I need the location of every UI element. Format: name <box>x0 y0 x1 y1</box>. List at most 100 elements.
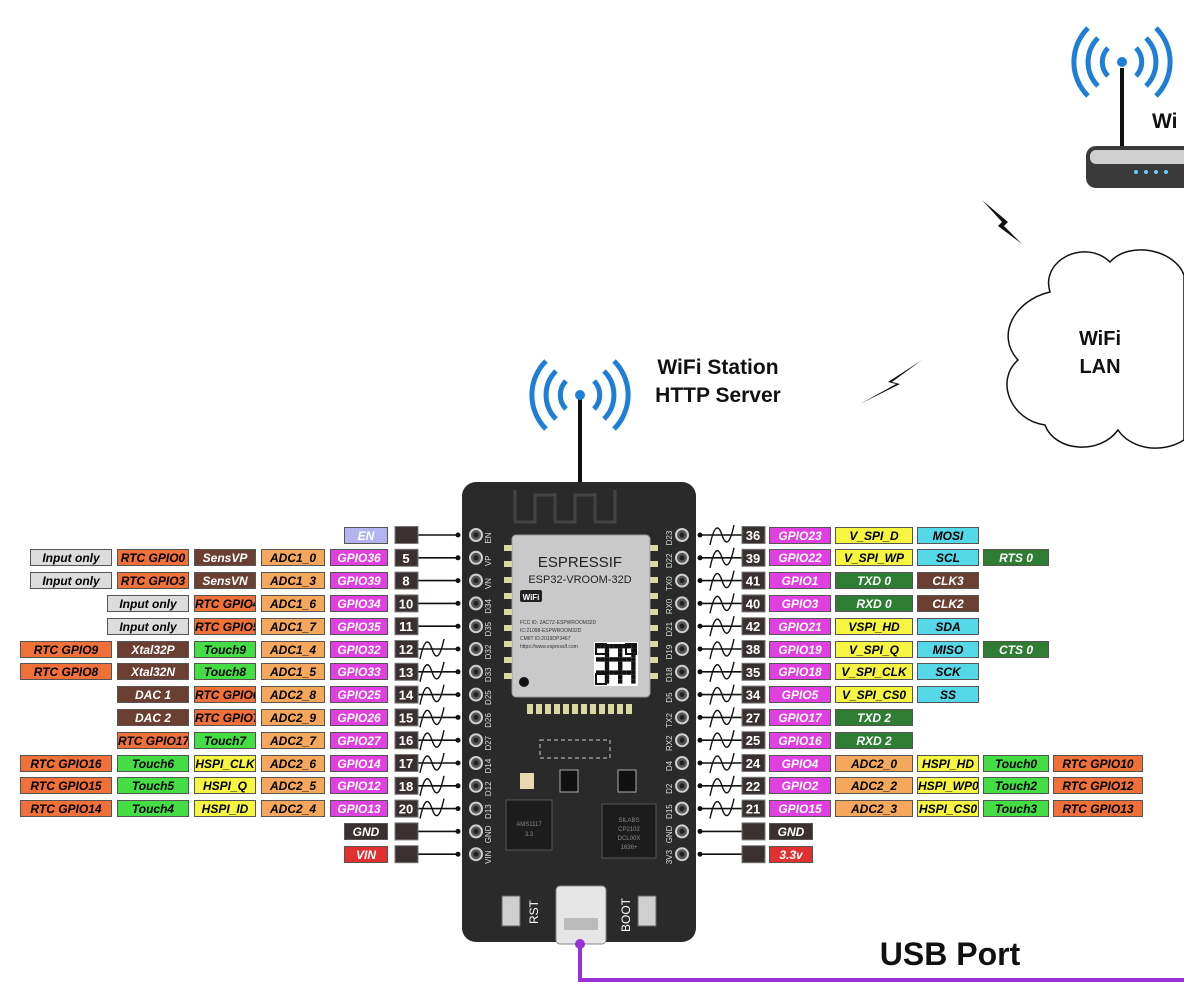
left-label-9-0: GPIO27 <box>330 731 388 749</box>
right-label-0-0: GPIO23 <box>769 526 831 544</box>
fine-print-0: FCC ID: 2AC7Z-ESPWROOM32D <box>520 620 597 626</box>
usb-cable <box>578 944 1184 982</box>
fine-print-1: IC:21098-ESPWROOM32D <box>520 628 582 634</box>
right-label-12-2: HSPI_CS0 <box>917 800 979 818</box>
left-pin-number-box-9 <box>394 731 419 750</box>
right-label-3-2: CLK2 <box>917 594 979 612</box>
left-label-5-1: ADC1_4 <box>261 640 325 658</box>
right-label-10-4: RTC GPIO10 <box>1053 754 1143 772</box>
left-pin-number-2: 8 <box>402 574 409 589</box>
left-label-8-3: DAC 2 <box>117 708 189 726</box>
right-label-12-0: GPIO15 <box>769 800 831 818</box>
station-line2: HTTP Server <box>655 384 781 407</box>
left-label-11-4: RTC GPIO15 <box>20 777 112 795</box>
left-wire-13 <box>418 828 461 834</box>
left-label-10-3: Touch6 <box>117 754 189 772</box>
right-pin-number-8: 27 <box>746 710 760 725</box>
right-pin-number-box-5 <box>741 640 766 658</box>
left-label-10-2: HSPI_CLK <box>194 754 256 772</box>
board-pin-left-10: D14 <box>484 758 493 773</box>
right-pin-number-box-7 <box>741 685 766 704</box>
left-label-8-0: GPIO26 <box>330 708 388 726</box>
boot-button[interactable] <box>637 895 657 927</box>
right-pin-number-9: 25 <box>746 733 760 748</box>
board-pin-left-6: D33 <box>484 667 493 682</box>
usb-uart-chip <box>601 803 657 859</box>
usb-connector[interactable] <box>555 885 607 945</box>
right-label-12-4: RTC GPIO13 <box>1053 800 1143 818</box>
left-wire-0 <box>418 532 461 538</box>
station-line1: WiFi Station <box>657 356 779 379</box>
right-label-7-1: V_SPI_CS0 <box>835 686 913 704</box>
right-label-0-1: V_SPI_D <box>835 526 913 544</box>
board-pin-left-12: D13 <box>484 804 493 819</box>
left-pin-number-7: 14 <box>399 688 414 703</box>
board-pin-left-0: EN <box>484 532 493 543</box>
rst-button[interactable] <box>501 895 521 927</box>
right-pin-number-box-8 <box>741 708 766 727</box>
board-pin-right-3: RX0 <box>665 598 674 614</box>
right-label-8-1: TXD 2 <box>835 708 913 726</box>
right-wire-14 <box>697 851 742 857</box>
left-pin-number-box-7 <box>394 685 419 704</box>
right-label-5-1: V_SPI_Q <box>835 640 913 658</box>
right-pin-number-box-12 <box>741 799 766 818</box>
boot-label: BOOT <box>619 897 633 932</box>
left-wire-1 <box>418 555 461 561</box>
uart-text-3: 1636+ <box>621 845 638 851</box>
left-pin-number-box-14 <box>394 845 419 864</box>
left-label-11-2: HSPI_Q <box>194 777 256 795</box>
left-label-8-1: ADC2_9 <box>261 708 325 726</box>
router-icon <box>1086 68 1184 188</box>
left-label-2-3: RTC GPIO3 <box>117 572 189 590</box>
board-pin-left-4: D35 <box>484 621 493 636</box>
left-label-14-0: VIN <box>344 845 388 863</box>
right-pin-number-box-13 <box>741 822 766 841</box>
cloud-shape <box>1006 249 1184 449</box>
left-wire-11 <box>418 775 461 796</box>
left-label-5-4: RTC GPIO9 <box>20 640 112 658</box>
right-label-10-3: Touch0 <box>983 754 1049 772</box>
left-label-5-0: GPIO32 <box>330 640 388 658</box>
board-pin-left-14: VIN <box>484 850 493 864</box>
right-label-12-3: Touch3 <box>983 800 1049 818</box>
right-pin-number-7: 34 <box>746 688 761 703</box>
right-pin-number-box-14 <box>741 845 766 864</box>
left-label-8-2: RTC GPIO7 <box>194 708 256 726</box>
left-pin-number-box-8 <box>394 708 419 727</box>
right-label-1-3: RTS 0 <box>983 549 1049 567</box>
right-label-11-2: HSPI_WP0 <box>917 777 979 795</box>
right-label-9-1: RXD 2 <box>835 731 913 749</box>
left-pin-number-12: 20 <box>399 802 413 817</box>
regulator-text-1: 3.3 <box>525 832 534 838</box>
right-label-4-2: SDA <box>917 617 979 635</box>
uart-text-2: DCL00X <box>618 836 641 842</box>
left-label-2-0: GPIO39 <box>330 572 388 590</box>
left-pin-number-4: 11 <box>399 619 413 634</box>
right-label-11-4: RTC GPIO12 <box>1053 777 1143 795</box>
left-label-11-1: ADC2_5 <box>261 777 325 795</box>
left-wire-10 <box>418 752 461 774</box>
right-pin-number-5: 38 <box>746 642 760 657</box>
left-label-1-2: SensVP <box>194 549 256 567</box>
left-pin-number-box-1 <box>394 548 419 567</box>
left-pin-number-1: 5 <box>402 551 409 566</box>
right-wire-8 <box>697 707 742 728</box>
fine-print-3: https://www.espressif.com <box>520 644 578 650</box>
board-pin-right-13: GND <box>665 825 674 843</box>
left-label-7-0: GPIO25 <box>330 686 388 704</box>
rst-label: RST <box>527 899 541 924</box>
board-pin-left-8: D26 <box>484 713 493 728</box>
left-pin-number-5: 12 <box>399 642 413 657</box>
board-pin-right-6: D18 <box>665 667 674 682</box>
left-pin-number-3: 10 <box>399 596 413 611</box>
right-wire-5 <box>697 638 742 660</box>
board-pin-left-9: D27 <box>484 735 493 750</box>
right-label-4-1: VSPI_HD <box>835 617 913 635</box>
board-pin-left-11: D12 <box>484 781 493 796</box>
left-label-3-3: Input only <box>107 594 189 612</box>
right-wire-12 <box>697 798 742 819</box>
wifi-logo: WiFi <box>523 593 540 602</box>
lightning-bolt-icon <box>860 360 922 404</box>
